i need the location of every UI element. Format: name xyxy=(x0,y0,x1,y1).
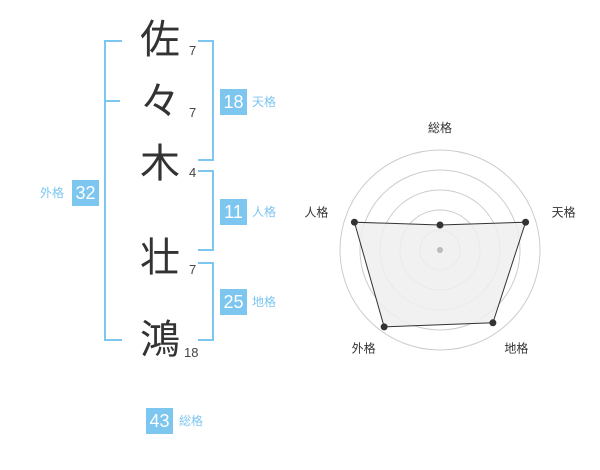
gaikaku-bracket xyxy=(104,40,122,341)
gaikaku-label: 外格 xyxy=(40,186,65,200)
radar-point-4 xyxy=(380,323,388,331)
radar-axis-label-1: 総格 xyxy=(428,120,452,135)
gaikaku-value-badge: 32 xyxy=(72,180,99,206)
chikaku-bracket xyxy=(198,262,214,341)
stroke-count-3: 4 xyxy=(189,165,197,180)
radar-grid-ring-5 xyxy=(339,149,541,351)
name-char-4: 壮 xyxy=(140,235,180,281)
stroke-count-1: 7 xyxy=(189,43,197,58)
chikaku-label: 地格 xyxy=(252,295,277,309)
radar-point-2 xyxy=(522,218,530,226)
radar-points xyxy=(350,218,530,331)
radar-point-3 xyxy=(489,319,497,327)
name-char-2: 々 xyxy=(140,79,180,125)
name-char-1: 佐 xyxy=(140,17,180,63)
jinkaku-label: 人格 xyxy=(252,205,277,219)
name-char-3: 木 xyxy=(140,141,180,187)
tenkaku-value-badge: 18 xyxy=(220,89,247,115)
radar-axis-label-5: 人格 xyxy=(304,204,328,219)
soukaku-label: 総格 xyxy=(179,414,204,428)
name-char-5: 鴻 xyxy=(140,317,180,363)
radar-point-1 xyxy=(436,221,444,229)
radar-center-dot xyxy=(437,247,443,253)
tenkaku-label: 天格 xyxy=(252,95,277,109)
radar-grid-ring-4 xyxy=(359,169,521,331)
radar-axis-label-3: 地格 xyxy=(504,341,528,356)
radar-axis-label-2: 天格 xyxy=(552,204,576,219)
radar-point-5 xyxy=(350,218,358,226)
tenkaku-bracket xyxy=(198,40,214,161)
chikaku-value-badge: 25 xyxy=(220,289,247,315)
stroke-count-4: 7 xyxy=(189,262,197,277)
radar-axis-label-4: 外格 xyxy=(352,341,376,356)
stroke-count-2: 7 xyxy=(189,105,197,120)
radar-shape xyxy=(353,221,527,328)
soukaku-value-badge: 43 xyxy=(146,408,173,434)
jinkaku-value-badge: 11 xyxy=(220,199,247,225)
gaikaku-tick xyxy=(104,100,120,102)
stroke-count-5: 18 xyxy=(184,345,199,360)
jinkaku-bracket xyxy=(198,170,214,251)
